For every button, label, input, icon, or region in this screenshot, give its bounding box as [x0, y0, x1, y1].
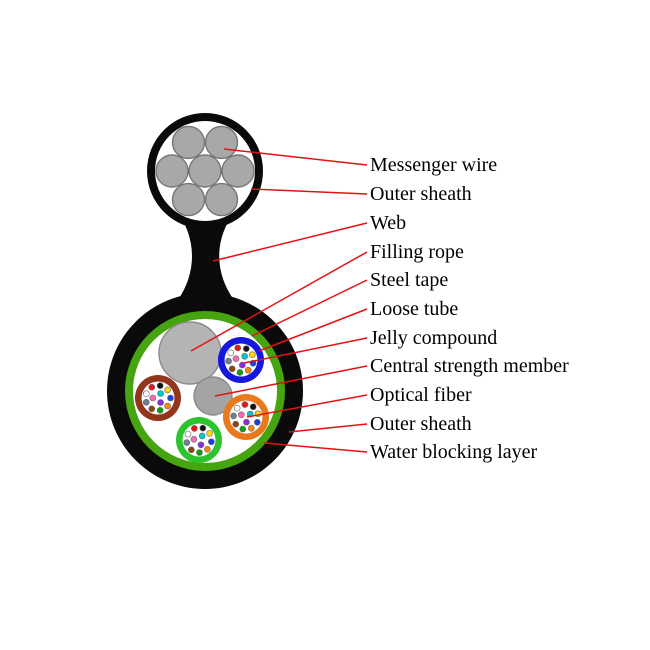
- optical-fiber-dot: [232, 420, 240, 428]
- messenger-wire-strands: [155, 125, 255, 217]
- optical-fiber-dot: [157, 399, 164, 406]
- leader-water-blocking-layer: [263, 442, 368, 453]
- label-central-strength-member: Central strength member: [370, 355, 569, 377]
- messenger-strand: [204, 125, 239, 160]
- optical-fiber-dot: [190, 435, 198, 443]
- optical-fiber-dot: [254, 418, 261, 426]
- optical-fiber-dot: [249, 351, 256, 359]
- loose-tube-green: [176, 417, 222, 463]
- leader-steel-tape: [251, 279, 368, 337]
- messenger-strand: [221, 154, 255, 188]
- optical-fiber-dot: [183, 439, 191, 446]
- leader-loose-tube: [258, 308, 368, 352]
- messenger-strand: [171, 125, 206, 160]
- optical-fiber-dot: [197, 441, 205, 449]
- label-outer-sheath-bottom: Outer sheath: [370, 413, 472, 435]
- loose-tube-orange: [223, 394, 269, 440]
- label-outer-sheath-top: Outer sheath: [370, 183, 472, 205]
- web: [176, 210, 236, 300]
- leader-outer-sheath-top: [250, 188, 368, 195]
- optical-fiber-dot: [149, 394, 157, 402]
- optical-fiber-dot: [242, 345, 250, 352]
- optical-fiber-dot: [191, 425, 198, 432]
- label-water-blocking-layer: Water blocking layer: [370, 441, 538, 463]
- optical-fiber-dot: [199, 424, 207, 432]
- label-jelly-compound: Jelly compound: [370, 327, 498, 349]
- messenger-strand: [171, 182, 206, 217]
- leader-filling-rope: [190, 251, 368, 352]
- messenger-strand: [188, 154, 222, 188]
- cable-core-section: [107, 293, 303, 489]
- optical-fiber-dot: [198, 432, 206, 440]
- leader-outer-sheath-bottom: [288, 423, 368, 433]
- leader-optical-fiber: [246, 394, 368, 418]
- optical-fiber-dot: [206, 430, 213, 437]
- fiber-bundle: [230, 401, 262, 433]
- optical-fiber-dot: [196, 449, 203, 456]
- fiber-bundle: [142, 382, 174, 414]
- loose-tube-brown: [135, 375, 181, 421]
- optical-fiber-dot: [184, 430, 192, 438]
- optical-fiber-dot: [243, 418, 250, 426]
- fiber-bundle: [183, 424, 215, 456]
- leader-lines: [190, 148, 368, 453]
- leader-central-strength-member: [214, 365, 368, 397]
- optical-fiber-dot: [148, 383, 156, 391]
- optical-fiber-dot: [208, 438, 215, 446]
- optical-fiber-dot: [233, 404, 241, 412]
- optical-fiber-dot: [148, 405, 156, 413]
- optical-fiber-dot: [241, 353, 248, 360]
- optical-fiber-dot: [164, 386, 171, 394]
- leader-messenger-wire: [223, 148, 368, 166]
- optical-fiber-dot: [239, 361, 246, 369]
- optical-fiber-dot: [227, 349, 235, 357]
- optical-fiber-dot: [247, 425, 255, 432]
- optical-fiber-dot: [157, 390, 164, 397]
- label-optical-fiber: Optical fiber: [370, 384, 472, 406]
- optical-fiber-dot: [156, 407, 164, 414]
- label-steel-tape: Steel tape: [370, 269, 449, 291]
- label-messenger-wire: Messenger wire: [370, 154, 498, 176]
- optical-fiber-dot: [167, 394, 174, 402]
- optical-fiber-dot: [232, 355, 240, 362]
- optical-fiber-dot: [239, 425, 247, 433]
- optical-fiber-dot: [142, 398, 150, 406]
- messenger-strand: [204, 182, 239, 217]
- optical-fiber-dot: [234, 344, 242, 352]
- label-filling-rope: Filling rope: [370, 241, 464, 263]
- filling-rope: [158, 321, 222, 385]
- optical-fiber-dot: [237, 411, 245, 419]
- messenger-section: [147, 113, 263, 229]
- optical-fiber-dot: [164, 402, 171, 410]
- optical-fiber-dot: [156, 382, 164, 389]
- optical-fiber-dot: [241, 401, 249, 408]
- optical-fiber-dot: [142, 390, 150, 398]
- leader-web: [212, 222, 368, 262]
- optical-fiber-dot: [225, 357, 232, 365]
- label-loose-tube: Loose tube: [370, 298, 459, 320]
- label-web: Web: [370, 212, 407, 234]
- optical-fiber-dot: [188, 446, 195, 454]
- messenger-strand: [155, 154, 189, 188]
- optical-fiber-dot: [228, 365, 236, 373]
- optical-fiber-dot: [244, 366, 252, 374]
- optical-fiber-dot: [230, 412, 237, 420]
- optical-fiber-dot: [236, 369, 244, 376]
- optical-fiber-dot: [249, 403, 257, 411]
- leader-jelly-compound: [243, 337, 368, 364]
- central-strength-member: [193, 376, 233, 416]
- optical-fiber-dot: [204, 445, 211, 453]
